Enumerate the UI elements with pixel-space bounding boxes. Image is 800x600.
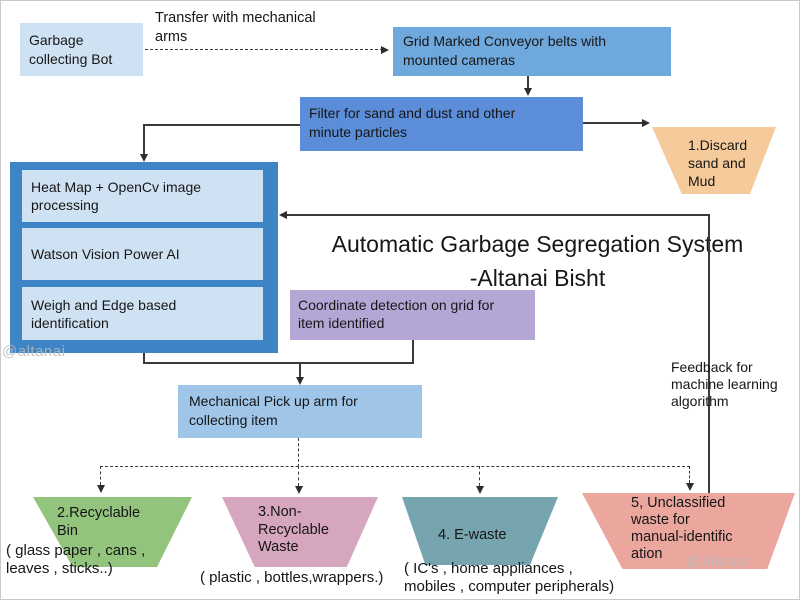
diagram-title: Automatic Garbage Segregation System -Al…: [331, 231, 744, 291]
dash-pickup-down: [298, 438, 299, 467]
arrowhead-filter-to-discard: [642, 118, 650, 127]
funnel-nonrecyclable-label: 3.Non- Recyclable Waste: [258, 504, 329, 555]
watermark-left: @altanai: [2, 343, 66, 360]
weigh-edge-label: Weigh and Edge based identification: [31, 296, 177, 331]
arrowhead-to-nonrecyclable: [294, 486, 303, 494]
arrowhead-to-ewaste: [475, 486, 484, 494]
connector-filter-to-stack-v: [143, 124, 145, 154]
dash-to-unclassified: [689, 466, 690, 483]
arrowhead-to-pickup: [295, 377, 304, 385]
weigh-edge-box: Weigh and Edge based identification: [22, 287, 263, 340]
arrowhead-to-recyclable: [96, 485, 105, 493]
arrowhead-filter-to-stack: [139, 154, 148, 162]
watson-vision-box: Watson Vision Power AI: [22, 228, 263, 280]
watermark-right: @altanai: [686, 553, 750, 570]
conveyor-label: Grid Marked Conveyor belts with mounted …: [403, 33, 607, 68]
garbage-bot-label: Garbage collecting Bot: [29, 32, 113, 67]
dash-to-ewaste: [479, 466, 480, 486]
funnel-ewaste: [402, 497, 558, 565]
funnel-ewaste-label: 4. E-waste: [438, 527, 507, 543]
funnel-nonrecyclable-sublabel: ( plastic , bottles,wrappers.): [200, 569, 384, 586]
arrowhead-to-unclassified: [685, 483, 694, 491]
connector-merge-to-pickup: [299, 362, 301, 377]
feedback-label: Feedback for machine learning algorithm: [671, 359, 778, 409]
transfer-arrow-label: Transfer with mechanical arms: [155, 10, 316, 45]
arrowhead-bot-to-conveyor: [381, 45, 389, 54]
connector-filter-to-discard: [583, 122, 643, 124]
connector-coordinate-down: [412, 340, 414, 364]
dash-distribution-horizontal: [100, 466, 690, 467]
connector-bot-to-conveyor: [145, 49, 383, 50]
arrowhead-feedback-to-stack: [279, 210, 287, 219]
funnel-ewaste-sublabel: ( IC's , home appliances , mobiles , com…: [404, 560, 615, 595]
garbage-bot-box: [20, 23, 143, 76]
funnel-recyclable-label: 2.Recyclable Bin: [57, 505, 141, 539]
funnel-recyclable-sublabel: ( glass paper , cans , leaves , sticks..…: [6, 542, 146, 577]
arrowhead-conveyor-to-filter: [523, 88, 532, 96]
pickup-arm-label: Mechanical Pick up arm for collecting it…: [189, 393, 358, 428]
coordinate-detection-box: [290, 290, 535, 340]
funnel-unclassified-label: 5, Unclassified waste for manual-identif…: [631, 495, 733, 562]
feedback-line-horizontal: [286, 214, 710, 216]
heatmap-opencv-box: Heat Map + OpenCv image processing: [22, 170, 263, 222]
dash-to-recyclable: [100, 466, 101, 485]
watson-vision-label: Watson Vision Power AI: [31, 246, 180, 262]
feedback-line-vertical: [708, 215, 710, 495]
coordinate-detection-label: Coordinate detection on grid for item id…: [298, 297, 495, 331]
pickup-arm-box: [178, 385, 422, 438]
dash-to-nonrecyclable: [298, 466, 299, 486]
filter-label: Filter for sand and dust and other minut…: [309, 105, 516, 140]
connector-conveyor-to-filter: [527, 76, 529, 88]
filter-box: [300, 97, 583, 151]
heatmap-opencv-label: Heat Map + OpenCv image processing: [31, 179, 202, 213]
funnel-unclassified: [582, 493, 795, 569]
funnel-discard-label: 1.Discard sand and Mud: [688, 137, 748, 189]
conveyor-box: [393, 27, 671, 76]
connector-stack-down: [143, 353, 145, 364]
connector-merge-horizontal: [143, 362, 414, 364]
connector-filter-to-stack-h: [143, 124, 300, 126]
